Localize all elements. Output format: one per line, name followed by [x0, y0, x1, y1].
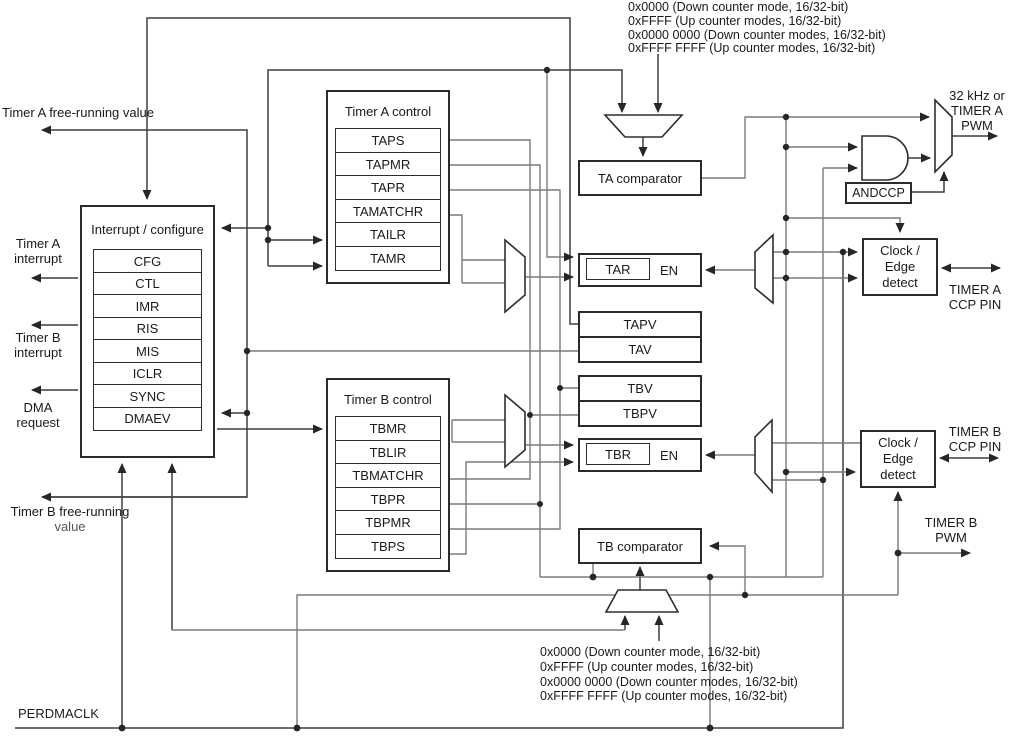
note-line: 0x0000 0000 (Down counter modes, 16/32-b…: [628, 27, 886, 42]
label-dma-request: DMA request: [16, 400, 60, 430]
register-row: ICLR: [93, 361, 202, 386]
mux-tar-clock: [754, 233, 774, 305]
tbv-box: TBV: [578, 375, 702, 402]
mux-top: [603, 114, 684, 138]
tbpv-box: TBPV: [578, 400, 702, 427]
register-row: SYNC: [93, 384, 202, 408]
bottom-note: 0x0000 (Down counter mode, 16/32-bit) 0x…: [540, 645, 798, 704]
register-row: TBPS: [335, 533, 441, 559]
note-line: 0x0000 (Down counter mode, 16/32-bit): [540, 645, 761, 659]
mux-output: [934, 98, 953, 174]
block-title: Interrupt / configure: [91, 222, 204, 237]
label-32khz-timer-a-pwm: 32 kHz or TIMER A PWM: [949, 88, 1005, 133]
register-list: TBMR TBLIR TBMATCHR TBPR TBPMR TBPS: [335, 416, 441, 559]
top-note: 0x0000 (Down counter mode, 16/32-bit) 0x…: [628, 0, 886, 56]
register-row: TAPMR: [335, 151, 441, 177]
block-title: Timer B control: [344, 392, 432, 407]
interrupt-configure-block: Interrupt / configure CFG CTL IMR RIS MI…: [80, 205, 215, 458]
note-line: 0xFFFF (Up counter modes, 16/32-bit): [540, 659, 754, 674]
wire-perdmaclk: [15, 252, 844, 729]
register-list: TAPS TAPMR TAPR TAMATCHR TAILR TAMR: [335, 128, 441, 271]
label-timer-b-interrupt: Timer B interrupt: [14, 330, 62, 360]
label-timer-b-free-running: Timer B free-running value: [10, 504, 130, 534]
register-row: TAPS: [335, 128, 441, 153]
register-row: TBPMR: [335, 510, 441, 535]
register-row: RIS: [93, 316, 202, 341]
tar-register: TAR: [586, 258, 650, 280]
register-row: MIS: [93, 339, 202, 363]
mux-tbr-input: [504, 393, 526, 469]
block-title: Timer A control: [344, 104, 432, 119]
tar-enable-label: EN: [660, 262, 679, 278]
label-timer-a-free-running: Timer A free-running value: [2, 105, 154, 120]
label-perdmaclk: PERDMACLK: [18, 706, 99, 721]
label-timer-a-ccp-pin: TIMER A CCP PIN: [948, 282, 1002, 312]
wire-top-harness: [267, 69, 627, 266]
clock-edge-detect-a-box: Clock / Edge detect: [862, 238, 938, 296]
tb-comparator-box: TB comparator: [578, 528, 702, 564]
register-row: TAMATCHR: [335, 198, 441, 224]
register-row: TBPR: [335, 486, 441, 512]
clock-edge-detect-b-box: Clock / Edge detect: [860, 430, 936, 488]
mux-bottom: [604, 589, 680, 613]
register-row: TAPR: [335, 175, 441, 200]
register-row: TBMATCHR: [335, 463, 441, 488]
register-row: IMR: [93, 294, 202, 318]
tav-box: TAV: [578, 336, 702, 363]
label-timer-a-interrupt: Timer A interrupt: [14, 236, 62, 266]
andccp-box: ANDCCP: [845, 182, 912, 204]
note-line: 0xFFFF (Up counter modes, 16/32-bit): [628, 13, 842, 28]
timer-a-control-block: Timer A control TAPS TAPMR TAPR TAMATCHR…: [326, 90, 450, 284]
note-line: 0xFFFF FFFF (Up counter modes, 16/32-bit…: [628, 41, 876, 56]
register-row: DMAEV: [93, 406, 202, 431]
tbr-box: TBR EN: [578, 438, 702, 472]
note-line: 0xFFFF FFFF (Up counter modes, 16/32-bit…: [540, 689, 788, 704]
register-row: TBMR: [335, 416, 441, 441]
and-gate: [861, 135, 909, 181]
register-row: CFG: [93, 249, 202, 273]
tar-box: TAR EN: [578, 253, 702, 287]
register-row: CTL: [93, 271, 202, 296]
wire-tapv-loop: [142, 17, 578, 325]
timer-b-control-block: Timer B control TBMR TBLIR TBMATCHR TBPR…: [326, 378, 450, 572]
register-row: TAILR: [335, 222, 441, 247]
register-row: TBLIR: [335, 439, 441, 465]
register-row: TAMR: [335, 245, 441, 271]
register-list: CFG CTL IMR RIS MIS ICLR SYNC DMAEV: [93, 249, 202, 431]
note-line: 0x0000 (Down counter mode, 16/32-bit): [628, 0, 849, 14]
label-timer-b-pwm: TIMER B PWM: [924, 515, 978, 545]
tapv-box: TAPV: [578, 311, 702, 338]
label-timer-b-ccp-pin: TIMER B CCP PIN: [948, 424, 1002, 454]
tbr-enable-label: EN: [660, 447, 679, 463]
tbr-register: TBR: [586, 443, 650, 465]
ta-comparator-box: TA comparator: [578, 160, 702, 196]
note-line: 0x0000 0000 (Down counter modes, 16/32-b…: [540, 674, 798, 689]
mux-tbr-clock: [754, 418, 773, 495]
mux-tar-input: [504, 238, 526, 314]
